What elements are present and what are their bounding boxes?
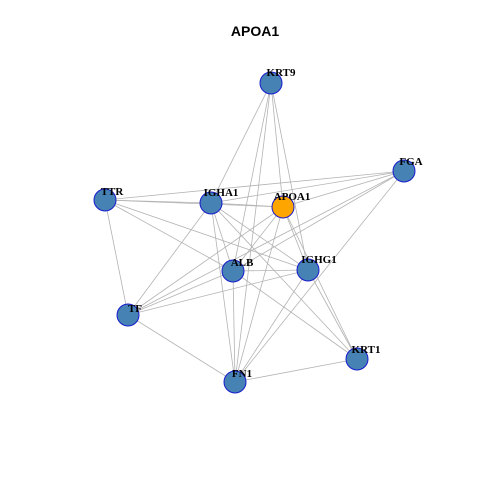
node-krt9[interactable]: KRT9	[259, 67, 296, 95]
edge-krt9-apoa1	[270, 82, 284, 208]
edge-igha1-alb	[210, 202, 234, 272]
edge-alb-ighg1	[232, 269, 309, 272]
edge-fga-fn1	[234, 170, 405, 383]
node-label-krt9: KRT9	[267, 67, 296, 79]
edge-apoa1-alb	[232, 206, 284, 272]
edge-layer	[104, 82, 405, 383]
edge-igha1-tf	[127, 202, 212, 316]
edge-ttr-apoa1	[104, 199, 284, 208]
edge-igha1-krt1	[210, 202, 358, 360]
edge-apoa1-tf	[127, 206, 284, 316]
node-ighg1[interactable]: IGHG1	[296, 254, 337, 282]
edge-fga-ttr	[104, 170, 405, 201]
node-krt1[interactable]: KRT1	[345, 344, 381, 371]
edge-igha1-fn1	[210, 202, 236, 383]
node-label-ttr: TTR	[101, 186, 125, 198]
edge-krt9-igha1	[210, 82, 272, 204]
node-circle-tf[interactable]	[116, 303, 140, 327]
edge-fga-igha1	[210, 170, 405, 204]
node-fga[interactable]: FGA	[392, 156, 423, 183]
node-label-krt1: KRT1	[352, 344, 381, 356]
node-label-igha1: IGHA1	[204, 187, 239, 199]
edge-tf-fn1	[127, 314, 236, 383]
node-apoa1[interactable]: APOA1	[271, 191, 311, 219]
node-label-tf: TF	[128, 303, 142, 315]
edge-alb-tf	[127, 270, 234, 316]
node-label-fga: FGA	[399, 156, 422, 168]
edge-ttr-ighg1	[104, 199, 309, 271]
edge-krt9-fn1	[234, 82, 272, 383]
edge-krt9-alb	[232, 82, 272, 272]
node-circle-alb[interactable]	[221, 259, 245, 283]
edge-igha1-apoa1	[210, 202, 284, 208]
node-circle-krt1[interactable]	[345, 347, 369, 371]
node-circle-igha1[interactable]	[199, 191, 223, 215]
edge-ttr-alb	[104, 199, 234, 272]
node-label-ighg1: IGHG1	[301, 254, 336, 266]
node-ttr[interactable]: TTR	[93, 186, 125, 212]
edge-apoa1-krt1	[282, 206, 358, 360]
edge-alb-fn1	[232, 270, 236, 383]
node-circle-apoa1[interactable]	[271, 195, 295, 219]
node-tf[interactable]: TF	[116, 303, 142, 327]
edge-ighg1-tf	[127, 269, 309, 316]
node-label-alb: ALB	[231, 257, 254, 269]
edge-apoa1-fn1	[234, 206, 284, 383]
diagram-title: APOA1	[231, 23, 279, 39]
edge-fga-tf	[127, 170, 405, 316]
node-circle-ttr[interactable]	[93, 188, 117, 212]
edge-alb-krt1	[232, 270, 358, 360]
node-alb[interactable]: ALB	[221, 257, 254, 283]
edge-ighg1-krt1	[307, 269, 358, 360]
edge-fga-apoa1	[282, 170, 405, 208]
node-fn1[interactable]: FN1	[223, 368, 252, 394]
node-circle-krt9[interactable]	[259, 71, 283, 95]
node-circle-ighg1[interactable]	[296, 258, 320, 282]
node-circle-fn1[interactable]	[223, 370, 247, 394]
edge-krt9-ighg1	[270, 82, 309, 271]
edge-ighg1-fn1	[234, 269, 309, 383]
edge-ttr-tf	[104, 199, 129, 316]
edge-fn1-krt1	[234, 358, 358, 383]
node-circle-fga[interactable]	[392, 159, 416, 183]
node-label-apoa1: APOA1	[274, 191, 311, 203]
node-label-fn1: FN1	[232, 368, 252, 380]
node-igha1[interactable]: IGHA1	[199, 187, 239, 215]
